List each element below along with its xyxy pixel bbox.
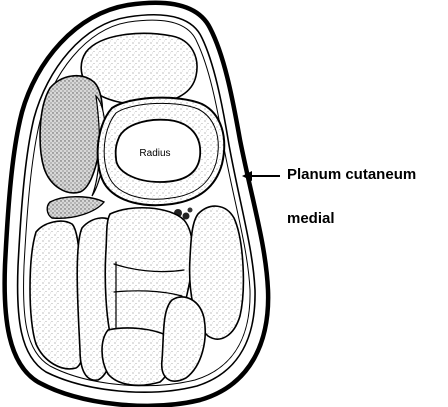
muscle-left-shaded bbox=[40, 76, 102, 193]
muscle-bottom-left bbox=[30, 221, 84, 369]
radius-label: Radius bbox=[139, 148, 170, 159]
annotation-label-line1: Planum cutaneum bbox=[287, 167, 416, 182]
annotation-label-line2: medial bbox=[287, 211, 335, 226]
muscle-left-wedge bbox=[47, 197, 104, 219]
muscle-lower-right bbox=[162, 297, 205, 381]
